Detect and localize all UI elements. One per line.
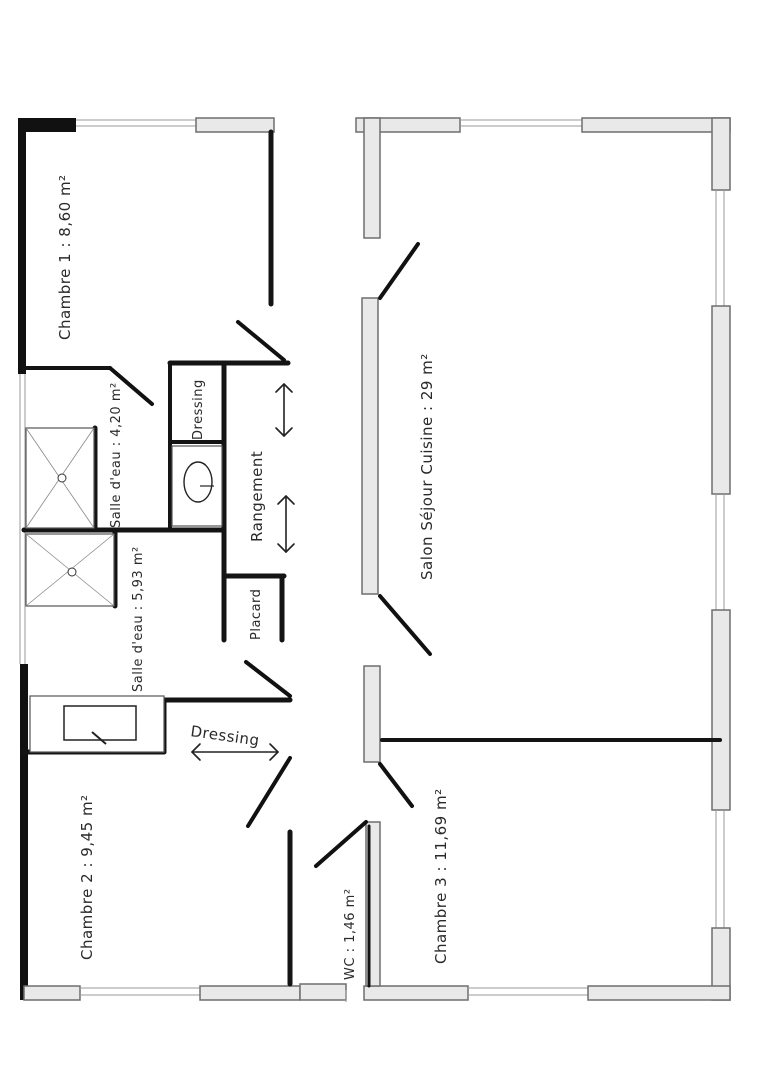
fixtures xyxy=(25,427,223,753)
wall-top-right-stub xyxy=(355,117,461,133)
arrows xyxy=(191,383,295,761)
label-wc: WC : 1,46 m² xyxy=(343,888,358,980)
bathtub xyxy=(63,705,137,741)
wall-salon-left xyxy=(361,297,379,595)
shower-1-drain xyxy=(57,473,67,483)
door-chambre1 xyxy=(236,320,286,362)
door-salon-top xyxy=(378,242,420,300)
wall-top-left-block xyxy=(195,117,275,133)
doors xyxy=(108,242,432,868)
door-salon-bottom xyxy=(378,594,432,656)
door-chambre2 xyxy=(246,756,292,828)
sink-basin xyxy=(183,461,213,503)
label-dressing-2: Dressing xyxy=(189,722,260,749)
wall-left-bottom xyxy=(20,664,28,1000)
wall-bottom-left-block xyxy=(23,985,81,1001)
label-chambre3: Chambre 3 : 11,69 m² xyxy=(432,788,450,964)
label-dressing-1: Dressing xyxy=(191,379,206,440)
shower-2-drain xyxy=(67,567,77,577)
dressing2-arrow xyxy=(191,743,279,761)
door-sde1 xyxy=(108,366,154,406)
exterior-walls xyxy=(18,117,347,1002)
label-salon: Salon Séjour Cuisine : 29 m² xyxy=(418,353,436,580)
room-labels: Chambre 1 : 8,60 m² Salle d'eau : 4,20 m… xyxy=(56,174,450,980)
label-placard: Placard xyxy=(249,589,264,640)
wall-left-top xyxy=(18,118,26,374)
label-chambre1: Chambre 1 : 8,60 m² xyxy=(56,174,74,340)
door-chambre3 xyxy=(378,762,414,808)
wall-top-left-corner xyxy=(18,118,76,132)
wall-top-right-block xyxy=(581,117,731,133)
wall-right-pier-1 xyxy=(711,305,731,495)
wall-bottom-right-block xyxy=(587,985,731,1001)
rangement-arrow-top xyxy=(275,383,293,437)
wall-bottom-wc-block xyxy=(299,983,347,1001)
label-salle-eau-2: Salle d'eau : 5,93 m² xyxy=(131,546,146,692)
label-rangement: Rangement xyxy=(248,451,266,542)
wall-chambre3-left-top xyxy=(363,665,381,763)
wall-bottom-right-stub xyxy=(363,985,469,1001)
label-salle-eau-1: Salle d'eau : 4,20 m² xyxy=(109,382,124,528)
wall-bottom-mid-block xyxy=(199,985,301,1001)
exterior-walls-right xyxy=(355,117,731,1001)
wall-salon-entry-stub xyxy=(363,117,381,239)
label-chambre2: Chambre 2 : 9,45 m² xyxy=(78,794,96,960)
rangement-arrow-bottom xyxy=(277,495,295,553)
wall-right-top xyxy=(711,117,731,191)
door-wc xyxy=(314,820,368,868)
interior-walls xyxy=(21,129,722,988)
wall-right-pier-2 xyxy=(711,609,731,811)
door-dressing2 xyxy=(244,660,292,698)
